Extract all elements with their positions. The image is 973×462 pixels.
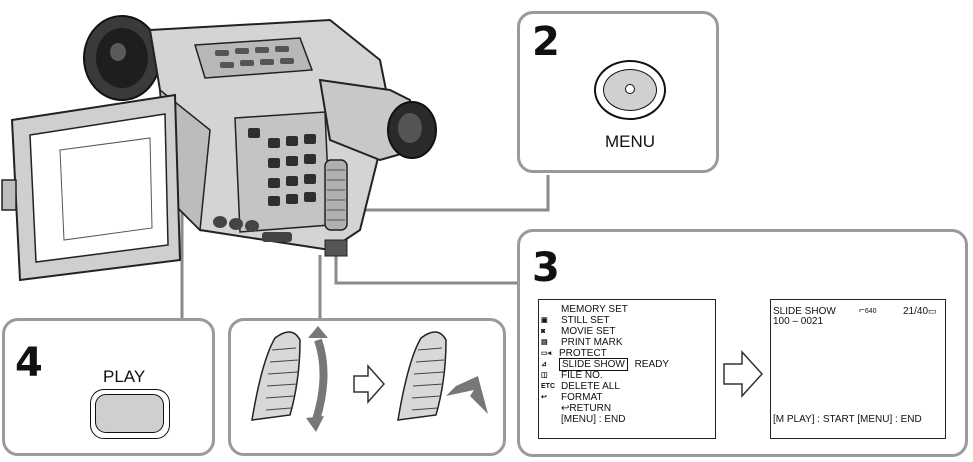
- control-dial: [324, 159, 348, 231]
- dial-press-wheel: [397, 331, 447, 421]
- top-buttons: [215, 46, 294, 68]
- file-number: 100 – 0021: [773, 316, 824, 327]
- rotate-arc: [312, 338, 328, 422]
- slide-show-status: READY: [634, 359, 670, 371]
- lcd-inner-screen: [59, 137, 153, 241]
- etc-icon: ETC: [541, 383, 555, 390]
- menu-item-slide-show[interactable]: ⊿ SLIDE SHOW READY: [541, 358, 670, 372]
- step-4-number: 4: [15, 340, 43, 386]
- menu-footer: [MENU] : END: [561, 414, 626, 425]
- memory-card-icon: ▭: [928, 306, 937, 316]
- image-size-indicator: ⌐640: [859, 305, 877, 316]
- control-dial-ridges: [327, 169, 345, 221]
- slide-show-icon: ⊿: [541, 361, 547, 368]
- dial-operation-panel: [228, 318, 506, 456]
- menu-button-center-dot: [625, 84, 635, 94]
- play-button[interactable]: [90, 389, 170, 439]
- menu-item-format[interactable]: ↩FORMAT: [541, 392, 603, 404]
- menu-item-still-set[interactable]: ▣STILL SET: [541, 315, 610, 327]
- memory-card-icon: ▭◂: [541, 350, 552, 357]
- rotate-arrow-up: [308, 326, 328, 338]
- still-set-icon: ▣: [541, 317, 548, 324]
- next-arrow-icon: [353, 364, 386, 404]
- viewfinder-lens: [398, 113, 422, 143]
- menu-item-print-mark[interactable]: ▤PRINT MARK: [541, 337, 623, 349]
- dial-connector-line-right: [334, 255, 520, 285]
- return-arrow-icon: ↩: [561, 403, 570, 414]
- menu-item-movie-set[interactable]: ◙MOVIE SET: [541, 326, 616, 338]
- memory-set-menu-screen: MEMORY SET ▣STILL SET ◙MOVIE SET ▤PRINT …: [538, 299, 716, 439]
- bottom-buttons: [213, 216, 292, 242]
- print-mark-icon: ▤: [541, 339, 548, 346]
- side-buttons: [248, 128, 316, 206]
- menu-item-protect[interactable]: ▭◂PROTECT: [541, 348, 607, 360]
- lens-highlight: [110, 43, 126, 61]
- slide-show-title: SLIDE SHOW: [773, 306, 836, 317]
- slide-show-screen: SLIDE SHOW ⌐640 21/40▭ 100 – 0021 [M PLA…: [770, 299, 946, 439]
- dial-rotate-illustration: [251, 326, 328, 432]
- menu-item-file-no[interactable]: ◫FILE NO.: [541, 370, 603, 382]
- step-4-panel: 4 PLAY: [2, 318, 215, 456]
- menu-button-face: [603, 69, 657, 111]
- dial-press-ridges: [411, 347, 445, 411]
- return-icon: ↩: [541, 394, 547, 401]
- menu-connector-line: [300, 175, 550, 212]
- slide-show-highlight: SLIDE SHOW: [559, 358, 628, 372]
- dial-rotate-ridges: [265, 347, 299, 411]
- camcorder-illustration: [1, 15, 437, 282]
- dial-press-illustration: [397, 331, 488, 421]
- step-2-panel: 2 MENU: [517, 11, 719, 173]
- lcd-hinge: [1, 179, 17, 211]
- slide-show-footer: [M PLAY] : START [MENU] : END: [773, 414, 922, 425]
- dial-base: [324, 239, 348, 257]
- file-no-icon: ◫: [541, 372, 548, 379]
- step-2-number: 2: [532, 19, 560, 65]
- play-button-face: [95, 394, 164, 433]
- menu-button-label: MENU: [605, 132, 656, 151]
- menu-item-return[interactable]: ↩RETURN: [561, 403, 612, 414]
- image-counter: 21/40▭: [903, 306, 937, 317]
- press-arrow-icon: [446, 376, 488, 414]
- play-button-label: PLAY: [103, 367, 146, 386]
- step-3-number: 3: [532, 245, 560, 291]
- step-3-panel: 3: [517, 229, 968, 457]
- menu-button[interactable]: [594, 60, 666, 120]
- movie-set-icon: ◙: [541, 328, 546, 335]
- dial-rotate-wheel: [251, 331, 301, 421]
- rotate-arrow-down: [306, 416, 324, 432]
- top-control-panel: [194, 37, 314, 79]
- screen-transition-arrow-icon: [723, 350, 764, 398]
- image-size-icon: ⌐: [859, 305, 865, 316]
- menu-title: MEMORY SET: [561, 304, 628, 315]
